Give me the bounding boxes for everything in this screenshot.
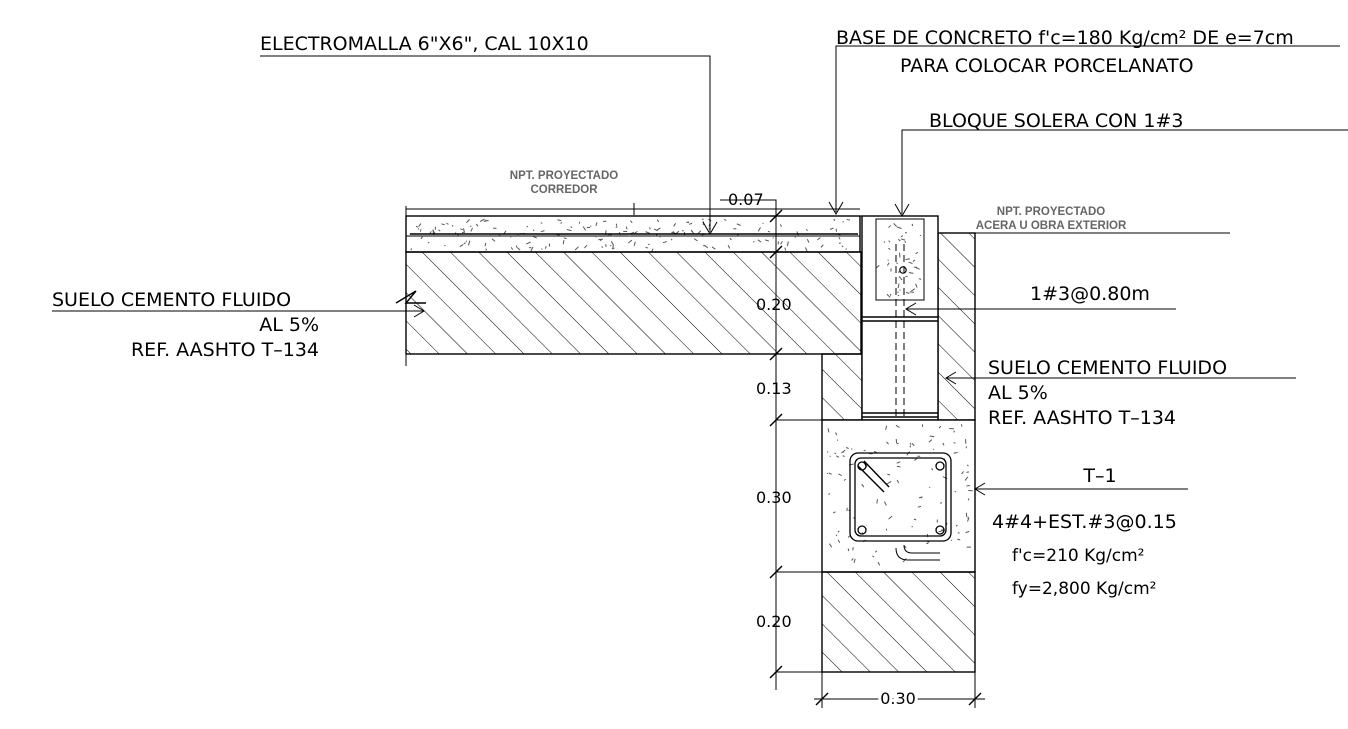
- dim-beam-width: 0.30: [880, 689, 916, 708]
- break-mark: [395, 290, 426, 304]
- leader-lines: [52, 45, 1348, 496]
- dim-base-height: 0.20: [756, 612, 792, 631]
- suelo-left-label-line3: REF. AASHTO T–134: [131, 339, 319, 361]
- dim-beam-height: 0.30: [756, 488, 792, 507]
- slab-concrete-texture: [409, 218, 851, 253]
- dim-slab-depth: 0.20: [756, 295, 792, 314]
- exterior-soil-fill: [937, 232, 1230, 421]
- beam-t1: [821, 419, 976, 573]
- dim-step: 0.13: [756, 379, 792, 398]
- npt-corredor-label-line1: NPT. PROYECTADO: [510, 170, 618, 182]
- porcelanato-label: PARA COLOCAR PORCELANATO: [900, 55, 1194, 77]
- bloque-solera-label: BLOQUE SOLERA CON 1#3: [929, 110, 1183, 132]
- slab-top-dimension: [406, 199, 860, 216]
- suelo-right-label-line3: REF. AASHTO T–134: [988, 407, 1176, 429]
- solera-block: [861, 215, 939, 560]
- npt-corredor-label-line2: CORREDOR: [530, 184, 598, 196]
- horizontal-dimension-beam-width: [814, 672, 985, 708]
- npt-acera-label-line1: NPT. PROYECTADO: [997, 206, 1105, 218]
- suelo-left-label-line2: AL 5%: [259, 314, 319, 336]
- vertical-dimension-chain: [769, 200, 862, 690]
- rebar-spacing-label: 1#3@0.80m: [1030, 283, 1150, 305]
- beam-fy-label: fy=2,800 Kg/cm²: [1012, 579, 1156, 599]
- suelo-left-label-line1: SUELO CEMENTO FLUIDO: [52, 289, 291, 311]
- beam-fc-label: f'c=210 Kg/cm²: [1012, 546, 1145, 566]
- npt-acera-label-line2: ACERA U OBRA EXTERIOR: [976, 220, 1127, 232]
- electromalla-label: ELECTROMALLA 6"X6", CAL 10X10: [260, 33, 589, 55]
- base-concreto-label: BASE DE CONCRETO f'c=180 Kg/cm² DE e=7cm: [836, 27, 1294, 49]
- suelo-right-label-line1: SUELO CEMENTO FLUIDO: [988, 357, 1227, 379]
- beam-name-label: T–1: [1082, 465, 1116, 487]
- corridor-slab: [405, 215, 861, 253]
- annotations: ELECTROMALLA 6"X6", CAL 10X10 BASE DE CO…: [52, 27, 1294, 711]
- beam-base-soil-fill: [821, 571, 976, 673]
- dim-slab-top: 0.07: [728, 190, 764, 209]
- suelo-right-label-line2: AL 5%: [988, 382, 1048, 404]
- slab-soil-cement-fill: [405, 206, 862, 366]
- beam-rebar-label: 4#4+EST.#3@0.15: [992, 511, 1177, 533]
- step-soil-fill: [821, 353, 863, 421]
